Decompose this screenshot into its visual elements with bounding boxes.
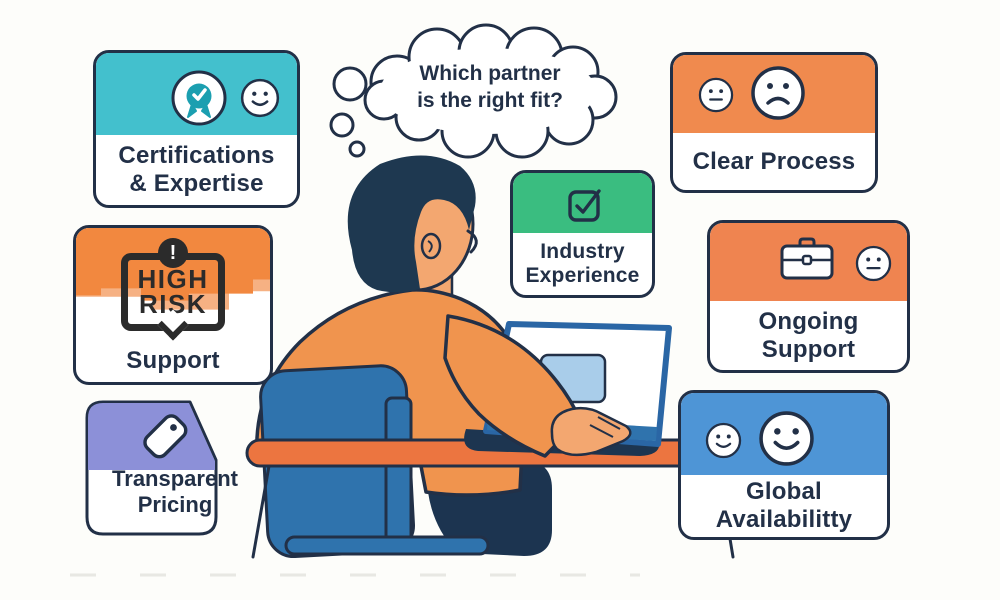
card-ongoing-support: Ongoing Support — [707, 220, 910, 373]
person-nose — [466, 229, 478, 254]
finger-line — [597, 416, 621, 430]
thought-line: is the right fit? — [417, 89, 563, 113]
card-title-line: Ongoing — [758, 307, 859, 335]
person-hair — [347, 155, 476, 293]
sad-face-icon — [751, 66, 805, 120]
card-support-body: Support — [76, 340, 270, 382]
medal-check-icon — [171, 70, 227, 126]
card-clear-process-body: Clear Process — [673, 133, 875, 190]
exclamation-badge-icon: ! — [158, 238, 188, 268]
card-support-high-risk: ! HIGH RISK Support — [73, 225, 273, 385]
card-clear-process-header — [673, 55, 875, 133]
card-industry-body: Industry Experience — [513, 233, 652, 295]
high-risk-stamp: ! HIGH RISK — [121, 238, 225, 341]
card-title-line: Pricing — [137, 492, 213, 518]
thought-bubble-text: Which partner is the right fit? — [385, 60, 595, 115]
smiley-face-icon — [759, 411, 814, 466]
thought-trail-bubbles — [329, 66, 368, 158]
card-certifications-header — [96, 53, 297, 135]
briefcase-icon — [780, 237, 834, 280]
card-title-line: Availabilitty — [715, 506, 853, 533]
pricing-card-shape — [85, 400, 218, 536]
card-title-line: Industry — [540, 239, 625, 263]
chair-frame-bar — [384, 396, 413, 550]
thought-cloud — [363, 23, 618, 159]
card-ongoing-header — [710, 223, 907, 301]
card-industry-header — [513, 173, 652, 233]
thought-line: Which partner — [419, 62, 561, 85]
chair-base-bar — [284, 535, 490, 556]
card-certifications-expertise: Certifications & Expertise — [93, 50, 300, 208]
finger-line — [589, 424, 614, 438]
person-hand — [550, 406, 632, 457]
card-pricing-title: Transparent Pricing — [95, 466, 255, 519]
checkbox-icon — [568, 189, 601, 222]
card-certifications-body: Certifications & Expertise — [96, 135, 297, 205]
card-title-line: Certifications — [118, 142, 275, 170]
card-title-line: & Expertise — [129, 170, 264, 197]
smiley-face-icon — [240, 78, 280, 118]
card-industry-experience: Industry Experience — [510, 170, 655, 298]
card-global-header — [681, 393, 887, 475]
ear-inner-line — [427, 240, 433, 253]
price-tag-icon — [143, 414, 188, 459]
neutral-face-icon — [698, 77, 734, 113]
card-global-body: Global Availabilitty — [681, 475, 887, 537]
card-title-line: Global — [746, 478, 822, 506]
stamp-text-line: HIGH — [137, 264, 209, 295]
card-title-line: Experience — [525, 264, 640, 287]
card-global-availability: Global Availabilitty — [678, 390, 890, 540]
card-title-line: Support — [126, 347, 220, 375]
card-transparent-pricing — [85, 400, 225, 545]
card-title-line: Support — [761, 335, 856, 363]
card-title-line: Transparent — [112, 466, 238, 491]
card-ongoing-body: Ongoing Support — [710, 301, 907, 370]
desk-leg-left — [251, 464, 271, 559]
card-title-line: Clear Process — [692, 147, 856, 175]
card-clear-process: Clear Process — [670, 52, 878, 193]
neutral-face-icon — [855, 245, 892, 282]
smiley-face-icon — [705, 422, 742, 459]
